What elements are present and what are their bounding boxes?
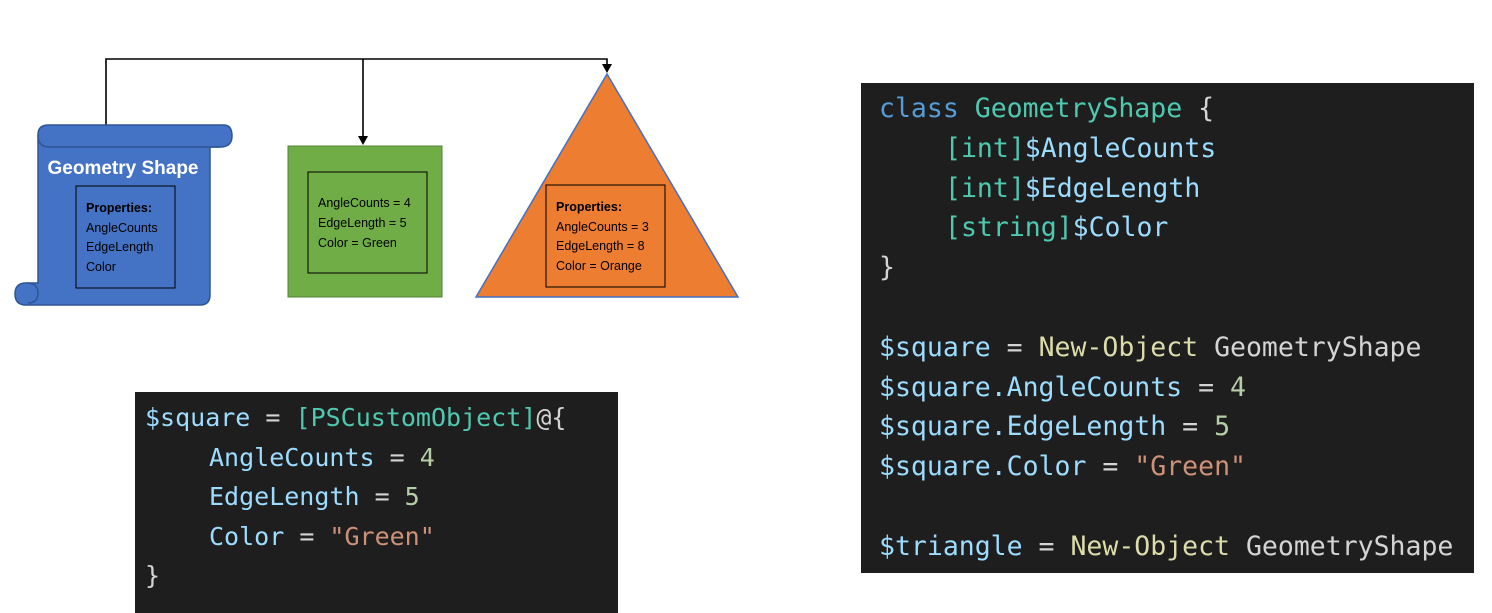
code-line: $square = [PSCustomObject]@{ bbox=[145, 403, 567, 432]
scroll-property-item: EdgeLength bbox=[86, 240, 153, 254]
code-line: } bbox=[879, 252, 895, 284]
scroll-title: Geometry Shape bbox=[48, 158, 199, 179]
code-line: Color = "Green" bbox=[209, 521, 435, 551]
triangle-property-line: AngleCounts = 3 bbox=[556, 220, 649, 234]
code-line: AngleCounts = 4 bbox=[209, 442, 435, 472]
square-object: AngleCounts = 4 EdgeLength = 5 Color = G… bbox=[287, 145, 443, 298]
code-line: $square.Color = "Green" bbox=[879, 451, 1246, 483]
scroll-property-item: Color bbox=[86, 260, 116, 274]
class-definition-code-block: class GeometryShape { [int]$AngleCounts … bbox=[861, 83, 1474, 573]
code-blank-line bbox=[879, 288, 1474, 328]
code-line: class GeometryShape { bbox=[879, 93, 1215, 124]
pscustomobject-code-block: $square = [PSCustomObject]@{ AngleCounts… bbox=[135, 392, 618, 613]
triangle-properties-heading: Properties: bbox=[556, 200, 622, 214]
connector-lines bbox=[105, 58, 608, 137]
triangle-property-line: Color = Orange bbox=[556, 259, 642, 273]
code-line: [string]$Color bbox=[945, 212, 1169, 244]
square-properties-box bbox=[307, 171, 428, 274]
code-line: [int]$EdgeLength bbox=[945, 172, 1201, 204]
class-diagram: Geometry Shape Properties: AngleCounts E… bbox=[14, 58, 740, 306]
code-line: $square.EdgeLength = 5 bbox=[879, 411, 1231, 443]
code-line: } bbox=[145, 561, 161, 590]
code-line: [int]$AngleCounts bbox=[945, 132, 1217, 164]
code-line: $square = New-Object GeometryShape bbox=[879, 331, 1422, 363]
square-property-line: AngleCounts = 4 bbox=[318, 196, 411, 210]
triangle-object: Properties: AngleCounts = 3 EdgeLength =… bbox=[474, 72, 740, 298]
scroll-property-item: AngleCounts bbox=[86, 221, 158, 235]
code-blank-line bbox=[879, 487, 1474, 527]
square-property-line: EdgeLength = 5 bbox=[318, 216, 407, 230]
triangle-property-line: EdgeLength = 8 bbox=[556, 239, 645, 253]
square-property-line: Color = Green bbox=[318, 236, 397, 250]
code-line: EdgeLength = 5 bbox=[209, 482, 420, 511]
triangle-properties-box bbox=[545, 184, 666, 288]
code-line: $square.AngleCounts = 4 bbox=[879, 371, 1246, 403]
geometry-shape-scroll: Geometry Shape Properties: AngleCounts E… bbox=[14, 124, 233, 306]
code-line: $triangle = New-Object GeometryShape bbox=[879, 530, 1454, 562]
arrowhead-triangle bbox=[602, 64, 612, 73]
scroll-properties-heading: Properties: bbox=[86, 201, 152, 215]
scroll-properties-box bbox=[75, 185, 176, 289]
arrowhead-square bbox=[358, 136, 368, 145]
